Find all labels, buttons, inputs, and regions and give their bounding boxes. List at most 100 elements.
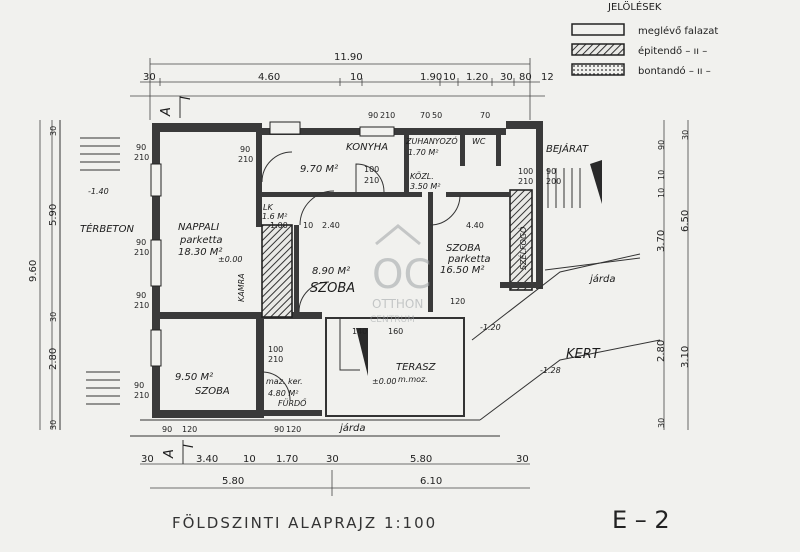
dim-right-10a: 10 xyxy=(657,188,666,198)
nappali-name: NAPPALI xyxy=(178,222,219,233)
legend-swatch-demolish xyxy=(571,63,625,76)
terbeton-label: TÉRBETON xyxy=(80,222,135,235)
watermark-mark: OC xyxy=(372,252,431,298)
svg-text:100: 100 xyxy=(364,165,379,174)
dim-right-280: 2.80 xyxy=(656,340,667,362)
dim-right-30a: 30 xyxy=(681,130,690,140)
nappali-level: ±0.00 xyxy=(218,255,243,264)
dim-right-total: 6.50 xyxy=(680,210,691,232)
dim-left-total: 9.60 xyxy=(28,260,39,282)
terrace-arrow xyxy=(356,328,368,376)
szoba-center-area: 8.90 M² xyxy=(312,266,350,277)
dim-top-1: 4.60 xyxy=(258,72,280,83)
svg-text:210: 210 xyxy=(134,301,149,310)
dim-top-4: 10 xyxy=(443,72,456,83)
furdo-area: 4.80 M² xyxy=(268,389,299,398)
svg-text:160: 160 xyxy=(388,327,403,336)
nappali-floor: parketta xyxy=(179,235,223,246)
svg-text:210: 210 xyxy=(134,391,149,400)
dim-top-0: 30 xyxy=(143,72,156,83)
dim-bottom-5: 5.80 xyxy=(410,454,432,465)
dim-bottom-total-left: 5.80 xyxy=(222,476,244,487)
zuhanyozo-name: ZUHANYOZÓ xyxy=(405,135,458,146)
site-lines xyxy=(59,120,661,437)
svg-text:210: 210 xyxy=(518,177,533,186)
svg-text:120: 120 xyxy=(286,425,301,434)
dim-right-310: 3.10 xyxy=(680,346,691,368)
svg-text:210: 210 xyxy=(268,355,283,364)
svg-text:210: 210 xyxy=(134,248,149,257)
svg-text:90: 90 xyxy=(274,425,284,434)
szoba-right-area: 16.50 M² xyxy=(440,265,484,276)
watermark: OC OTTHON CENTRUM xyxy=(370,224,431,325)
jarda-bottom-label: járda xyxy=(338,422,366,434)
right-dimensions: 6.50 3.70 3.10 2.80 10 10 90 30 30 xyxy=(656,120,691,430)
room-labels: NAPPALI parketta 18.30 M² ±0.00 KONYHA 9… xyxy=(175,135,589,408)
bottom-dimensions: 30 3.40 10 1.70 30 5.80 30 5.80 6.10 xyxy=(140,454,530,496)
nappali-area: 18.30 M² xyxy=(178,247,222,258)
dim-right-90: 90 xyxy=(657,140,666,150)
dim-top-7: 80 xyxy=(519,72,532,83)
szoba-small-name: SZOBA xyxy=(195,386,230,397)
dim-top-3: 1.90 xyxy=(420,72,442,83)
svg-text:70: 70 xyxy=(420,111,430,120)
dim-left-lower: 2.80 xyxy=(48,348,59,370)
svg-text:I: I xyxy=(179,96,194,100)
entrance-arrow xyxy=(590,160,602,204)
svg-text:50: 50 xyxy=(432,111,442,120)
watermark-line2: CENTRUM xyxy=(370,315,415,325)
svg-text:4.40: 4.40 xyxy=(466,221,484,230)
legend-heading: JELÖLÉSEK xyxy=(607,0,662,13)
szoba-right-name: SZOBA xyxy=(446,243,481,254)
top-dimensions: 11.90 30 4.60 10 1.90 10 1.20 30 80 12 xyxy=(130,52,554,120)
lk-name: LK xyxy=(263,203,273,212)
terasz-floor: m.moz. xyxy=(398,375,428,384)
legend-label-new: épitendő – ıı – xyxy=(638,45,707,57)
legend: JELÖLÉSEK meglévő falazat épitendő – ıı … xyxy=(571,0,718,77)
kert-label: KERT xyxy=(566,347,601,362)
dim-bottom-1: 3.40 xyxy=(196,454,218,465)
bejarat-name: BEJÁRAT xyxy=(546,142,589,155)
sheet-number: E – 2 xyxy=(612,506,670,534)
svg-text:A: A xyxy=(159,107,174,117)
lk-area: 1.6 M² xyxy=(262,212,288,221)
szoba-right-floor: parketta xyxy=(447,254,491,265)
svg-text:210: 210 xyxy=(134,153,149,162)
svg-text:200: 200 xyxy=(546,177,561,186)
szoba-center-name: SZOBA xyxy=(310,281,355,296)
svg-text:I: I xyxy=(182,444,197,448)
furdo-extra: FÜRDŐ xyxy=(278,398,307,408)
dim-bottom-4: 30 xyxy=(326,454,339,465)
dim-left-30c: 30 xyxy=(49,420,58,430)
dim-bottom-0: 30 xyxy=(141,454,154,465)
szoba-small-area: 9.50 M² xyxy=(175,372,213,383)
dim-top-6: 30 xyxy=(500,72,513,83)
svg-text:1.00: 1.00 xyxy=(270,221,288,230)
dim-right-30b: 30 xyxy=(657,418,666,428)
section-mark-bottom: A I xyxy=(162,440,197,464)
dim-bottom-6: 30 xyxy=(516,454,529,465)
szelfogo-name: SZÉLFOGÓ xyxy=(517,227,528,270)
svg-text:90: 90 xyxy=(162,425,172,434)
dim-top-2: 10 xyxy=(350,72,363,83)
dim-top-5: 1.20 xyxy=(466,72,488,83)
terasz-level: ±0.00 xyxy=(372,377,397,386)
door-swings xyxy=(261,151,461,401)
svg-text:100: 100 xyxy=(268,345,283,354)
svg-text:210: 210 xyxy=(238,155,253,164)
konyha-area: 9.70 M² xyxy=(300,164,338,175)
dim-left-30b: 30 xyxy=(49,312,58,322)
konyha-name: KONYHA xyxy=(346,142,388,153)
svg-text:10: 10 xyxy=(303,221,313,230)
dim-top-total: 11.90 xyxy=(334,52,363,63)
svg-text:100: 100 xyxy=(518,167,533,176)
svg-text:90: 90 xyxy=(546,167,556,176)
svg-text:140: 140 xyxy=(352,327,367,336)
kozl-area: 3.50 M² xyxy=(410,182,441,191)
furdo-name: maz. ker. xyxy=(266,377,303,386)
drawing-title: FÖLDSZINTI ALAPRAJZ 1:100 xyxy=(172,513,437,532)
wc-name: WC xyxy=(472,137,486,146)
